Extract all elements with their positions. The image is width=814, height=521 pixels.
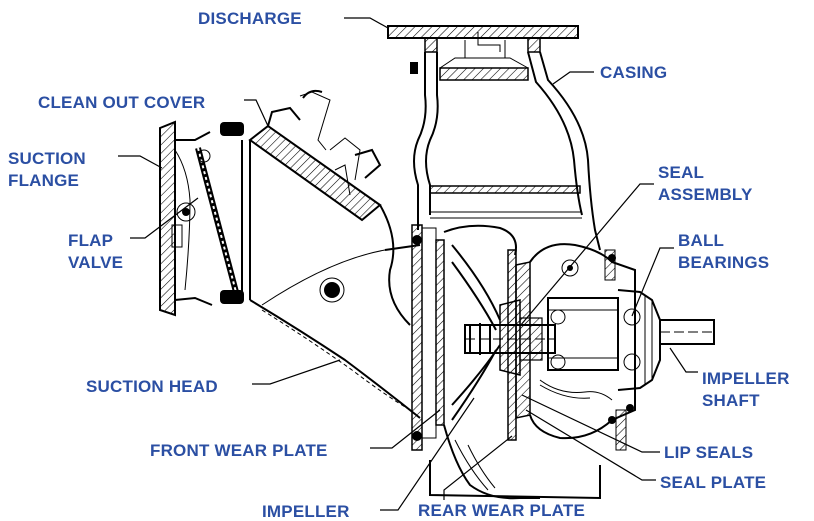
leader-impeller-shaft <box>669 347 698 373</box>
leader-discharge <box>344 17 389 29</box>
leader-suction-head <box>252 359 341 385</box>
label-impeller: IMPELLER <box>262 502 350 521</box>
label-flap-valve-line1: FLAP <box>68 231 113 250</box>
label-seal-plate: SEAL PLATE <box>660 473 766 492</box>
label-rear-wear-plate: REAR WEAR PLATE <box>418 501 585 520</box>
leader-lip-seals <box>521 394 660 453</box>
seal-plate-bearing-housing-shape <box>515 243 715 451</box>
leader-ball-bearings <box>631 247 674 317</box>
suction-head-shape <box>249 204 421 419</box>
leader-casing <box>552 71 594 85</box>
leader-rear-wear-plate <box>443 435 513 500</box>
label-ball-bearings-line1: BALL <box>678 231 724 250</box>
label-lip-seals: LIP SEALS <box>664 443 753 462</box>
part-labels: DISCHARGE CASING CLEAN OUT COVER SUCTION… <box>8 9 790 521</box>
leader-suction-flange <box>118 155 163 169</box>
label-seal-assembly-line2: ASSEMBLY <box>658 185 753 204</box>
leader-lines <box>118 17 698 511</box>
label-discharge: DISCHARGE <box>198 9 302 28</box>
leader-front-wear-plate <box>370 409 441 449</box>
label-suction-flange-line1: SUCTION <box>8 149 86 168</box>
label-front-wear-plate: FRONT WEAR PLATE <box>150 441 328 460</box>
label-casing: CASING <box>600 63 667 82</box>
leader-impeller <box>380 397 475 511</box>
leader-clean-out-cover <box>244 99 269 127</box>
label-impeller-shaft-line1: IMPELLER <box>702 369 790 388</box>
label-clean-out-cover: CLEAN OUT COVER <box>38 93 205 112</box>
leader-seal-plate <box>525 409 656 481</box>
discharge-flange-shape <box>387 25 579 81</box>
label-flap-valve-line2: VALVE <box>68 253 123 272</box>
label-seal-assembly-line1: SEAL <box>658 163 704 182</box>
suction-flange-shape <box>159 120 213 317</box>
leader-seal-assembly <box>519 183 654 327</box>
leader-flap-valve <box>130 197 199 239</box>
pump-body-shape <box>411 224 601 500</box>
label-impeller-shaft-line2: SHAFT <box>702 391 760 410</box>
casing-shape <box>413 51 601 251</box>
label-suction-flange-line2: FLANGE <box>8 171 79 190</box>
clean-out-cover-shape <box>248 89 382 222</box>
label-ball-bearings-line2: BEARINGS <box>678 253 769 272</box>
flap-valve-shape <box>195 122 251 304</box>
label-suction-head: SUCTION HEAD <box>86 377 218 396</box>
